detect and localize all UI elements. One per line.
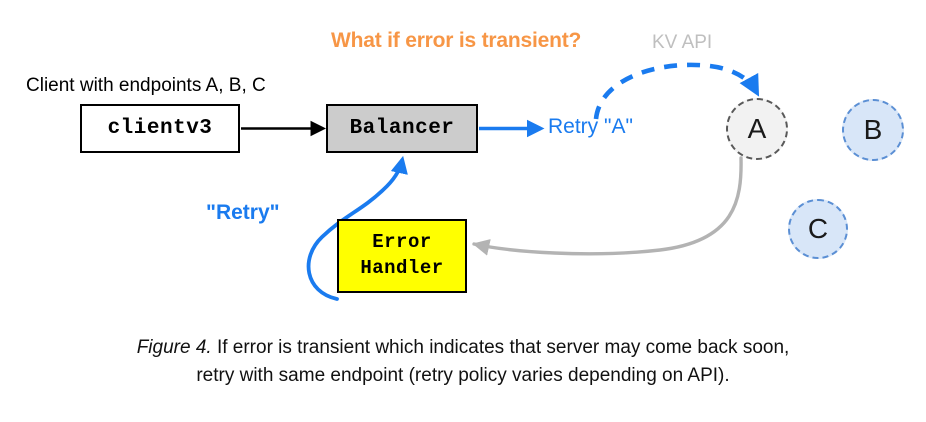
heading-question: What if error is transient? xyxy=(331,29,582,52)
figure-caption-line2: retry with same endpoint (retry policy v… xyxy=(196,364,730,386)
endpoint-circle-a[interactable]: A xyxy=(726,98,788,160)
node-clientv3-label: clientv3 xyxy=(107,117,213,140)
endpoint-circle-c[interactable]: C xyxy=(788,199,848,259)
figure-caption: Figure 4. If error is transient which in… xyxy=(63,334,863,389)
node-balancer-label: Balancer xyxy=(349,117,455,140)
node-error-handler[interactable]: Error Handler xyxy=(337,219,467,293)
endpoint-c-label: C xyxy=(807,213,829,244)
node-error-handler-label-line2: Handler xyxy=(360,257,444,279)
node-error-handler-label-line1: Error xyxy=(372,231,432,254)
retry-quoted-annotation: "Retry" xyxy=(206,201,280,224)
curve-endpoint-a-to-error-handler xyxy=(472,156,743,256)
node-clientv3[interactable]: clientv3 xyxy=(80,104,240,153)
figure-caption-line1: If error is transient which indicates th… xyxy=(211,337,790,358)
endpoint-a-label: A xyxy=(747,113,767,144)
retry-a-annotation: Retry "A" xyxy=(548,115,633,138)
node-balancer[interactable]: Balancer xyxy=(326,104,478,153)
endpoint-circle-b[interactable]: B xyxy=(842,99,904,161)
figure-caption-label: Figure 4. xyxy=(136,337,212,358)
endpoint-b-label: B xyxy=(863,114,883,145)
kv-api-label: KV API xyxy=(652,32,713,53)
client-endpoints-label: Client with endpoints A, B, C xyxy=(26,75,266,96)
